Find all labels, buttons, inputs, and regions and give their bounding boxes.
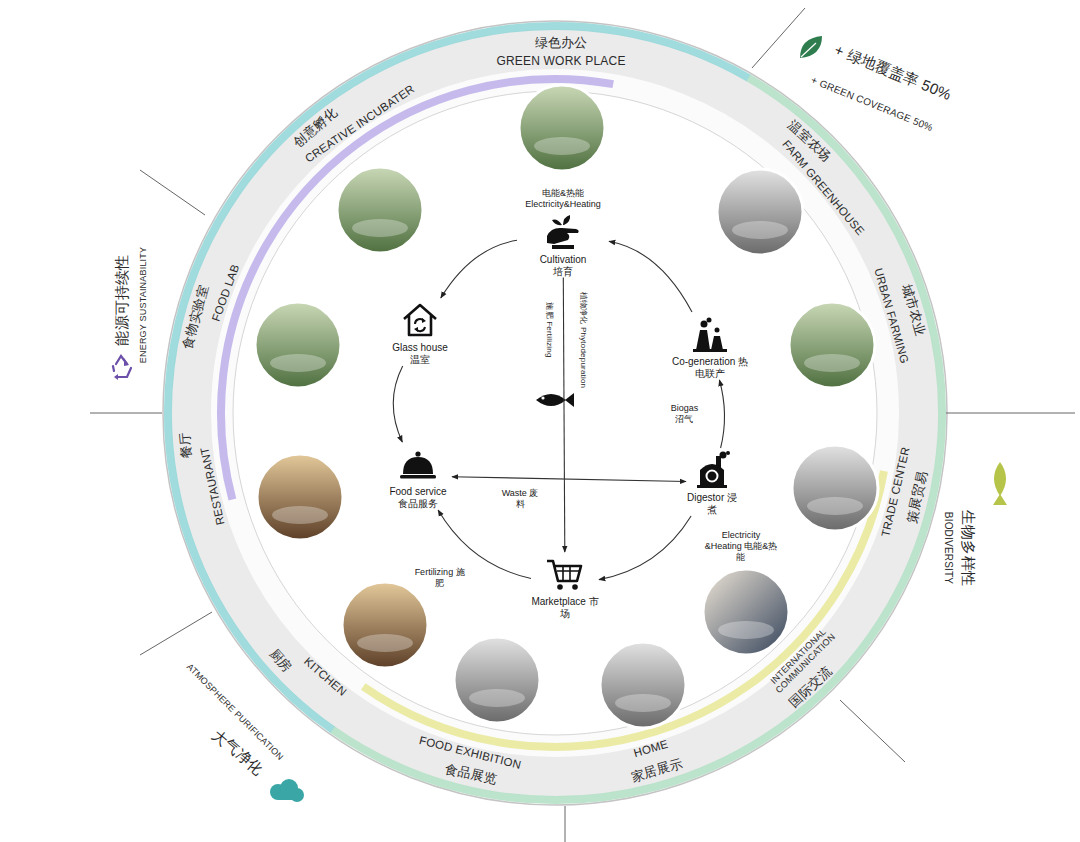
flow-arrow [719, 380, 724, 448]
ring-label: 生物多样性 [959, 510, 976, 586]
ring-label: BIODIVERSITY [942, 512, 954, 584]
node-icon [400, 300, 440, 340]
node-icon [692, 450, 732, 490]
edge-label: Fertilizing 施肥 [412, 567, 468, 589]
node-heading: 电能&热能 Electricity&Heating [517, 188, 609, 210]
node-icon [543, 212, 583, 252]
ring-label: 能源可持续性 [113, 254, 130, 345]
node-icon [545, 554, 585, 594]
node-icon [690, 314, 730, 354]
ring-label: ENERGY SUSTAINABILITY [138, 247, 148, 363]
flow-arrow [393, 366, 402, 442]
node-icon [398, 444, 438, 484]
edge-label: Waste 废料 [498, 488, 542, 510]
node-label: Digestor 浸煮 [686, 492, 738, 516]
process-node: Food service 食品服务 [384, 442, 452, 510]
node-label: Food service 食品服务 [384, 486, 452, 510]
node-label: Glass house 温室 [388, 342, 452, 366]
ring-label: 施肥 Fertilizing [544, 302, 553, 357]
node-label: Co-generation 热电联产 [671, 356, 749, 380]
process-node: Marketplace 市场 [531, 552, 599, 620]
flow-arrow [452, 477, 686, 482]
edge-label: Electricity &Heating 电能&热能 [702, 530, 780, 562]
flow-arrow [599, 516, 691, 580]
node-label: Cultivation 培育 [534, 254, 592, 278]
process-node: Glass house 温室 [388, 298, 452, 366]
process-node: Co-generation 热电联产 [671, 312, 749, 380]
ring-label: GREEN WORK PLACE [496, 55, 625, 69]
ring-label: 餐厅 [177, 431, 194, 459]
flow-arrow [563, 278, 565, 552]
flow-arrow [441, 240, 517, 298]
edge-label: Biogas 沼气 [663, 403, 705, 425]
ring-label: 植物净化 Phytodepuration [578, 292, 587, 389]
process-node: Digestor 浸煮 [686, 448, 738, 516]
node-label: Marketplace 市场 [531, 596, 599, 620]
ring-label: 绿色办公 [535, 36, 588, 51]
flow-arrow [609, 241, 692, 312]
process-node: 电能&热能 Electricity&HeatingCultivation 培育 [517, 188, 609, 278]
